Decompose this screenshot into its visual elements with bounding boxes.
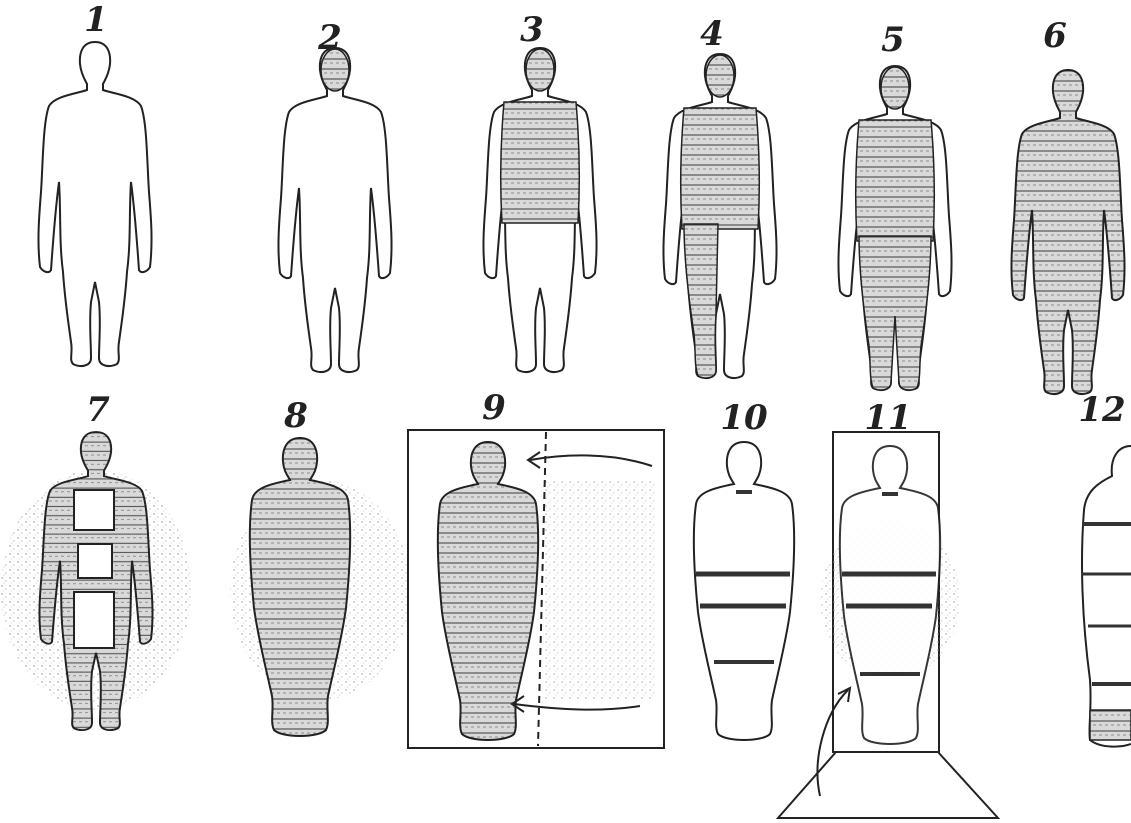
figure-step-9	[408, 430, 664, 748]
figure-step-5	[838, 66, 951, 390]
figure-step-7	[1, 432, 191, 730]
figure-step-6	[1011, 70, 1124, 394]
figure-step-12	[1082, 446, 1131, 747]
figure-step-8	[230, 438, 410, 736]
figure-step-10	[694, 442, 794, 740]
figure-step-2	[278, 48, 391, 372]
figure-step-1	[38, 42, 151, 366]
figure-step-3	[483, 48, 596, 372]
board-base	[778, 752, 998, 818]
figure-step-11	[778, 432, 998, 818]
figure-step-4	[663, 54, 776, 378]
